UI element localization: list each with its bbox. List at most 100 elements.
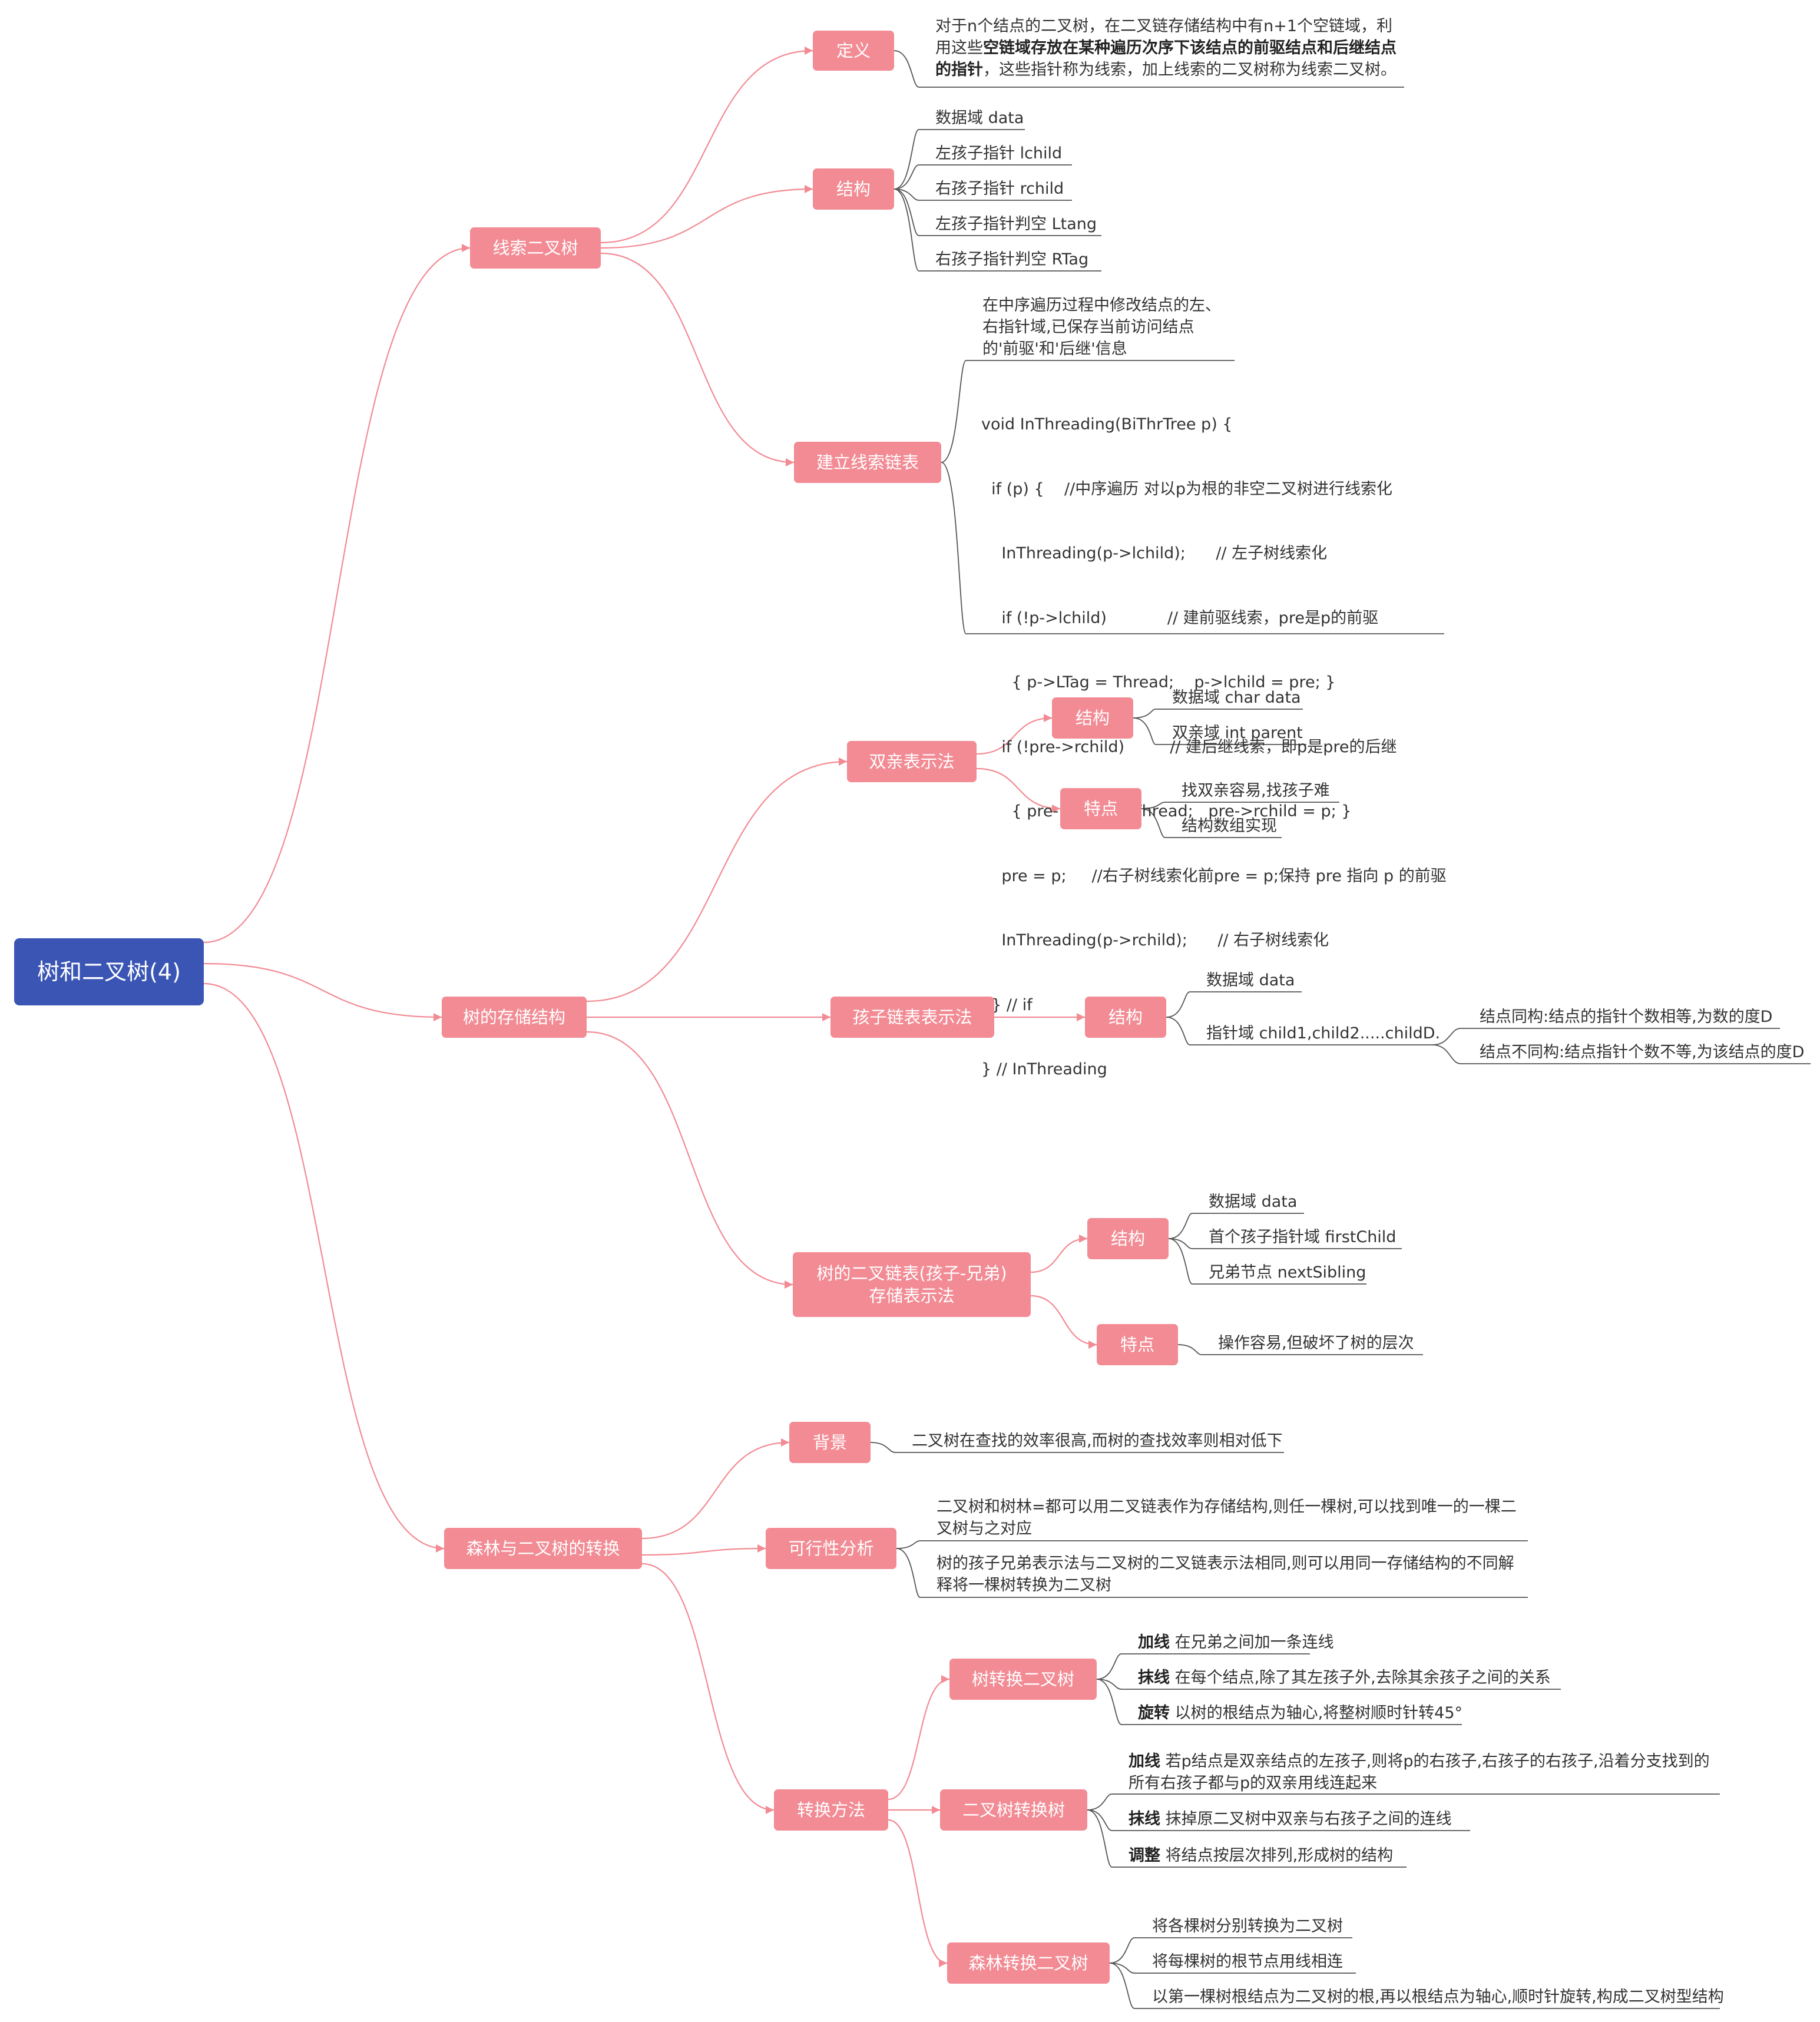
code-line: { p->LTag = Thread; p->lchild = pre; }: [981, 673, 1336, 691]
connector-line: [1030, 1237, 1088, 1273]
step-text: 若p结点是双亲结点的左孩子,则将p的右孩子,右孩子的右孩子,沿着分支找到的: [1165, 1752, 1710, 1771]
child-sibling-feature-node[interactable]: 特点: [1097, 1324, 1178, 1365]
definition-line-3-plain: ，这些指针称为线索，加上线索的二叉树称为线索二叉树。: [983, 61, 1397, 79]
leaf-connector: [894, 188, 1072, 201]
parent-structure-item: 双亲域 int parent: [1172, 724, 1303, 742]
connector-line: [641, 1441, 790, 1540]
connector-line: [203, 247, 471, 944]
connector-arrowhead: [1052, 805, 1060, 813]
forest-to-binary-node[interactable]: 森林转换二叉树: [947, 1942, 1110, 1984]
parent-structure-item: 数据域 char data: [1172, 689, 1301, 707]
code-line: if (!p->lchild) // 建前驱线索，pre是p的前驱: [981, 608, 1379, 627]
parent-feature-node[interactable]: 特点: [1060, 788, 1141, 829]
connector-arrowhead: [839, 757, 847, 766]
parent-feature-item: 结构数组实现: [1182, 817, 1277, 835]
build-desc-line: 的'前驱'和'后继'信息: [982, 340, 1127, 358]
leaf-connector: [870, 1442, 1284, 1453]
connector-arrowhead: [436, 1544, 444, 1553]
child-sibling-label-line-2: 存储表示法: [869, 1286, 955, 1306]
leaf-connector: [896, 1548, 1528, 1598]
code-line: } // if: [981, 995, 1033, 1014]
leaf-connector: [1168, 1238, 1402, 1249]
feasibility-analysis-node[interactable]: 可行性分析: [766, 1528, 896, 1569]
connector-line: [586, 760, 848, 1002]
step-keyword: 旋转: [1138, 1704, 1170, 1722]
child-list-pointer-item: 指针域 child1,child2.....childD.: [1206, 1024, 1441, 1043]
connector-line: [1030, 1295, 1097, 1346]
leaf-connector: [1096, 1679, 1561, 1690]
binary-to-tree-item-1-line-2: 所有右孩子都与p的双亲用线连起来: [1129, 1774, 1378, 1792]
child-list-structure-node[interactable]: 结构: [1085, 997, 1166, 1038]
structure-node-sec1[interactable]: 结构: [813, 168, 894, 210]
leaf-connector: [1168, 1213, 1304, 1239]
connector-line: [641, 1563, 775, 1811]
connector-line: [888, 1819, 948, 1964]
isomorphic-node-item: 结点同构:结点的指针个数相等,为数的度D: [1480, 1008, 1773, 1026]
definition-text: 对于n个结点的二叉树，在二叉链存储结构中有n+1个空链域，利 用这些空链域存放在…: [935, 15, 1397, 81]
connector-arrowhead: [822, 1013, 830, 1021]
connector-arrowhead: [757, 1544, 766, 1553]
structure-item: 左孩子指针判空 Ltang: [935, 215, 1097, 233]
feasibility-paragraph-2: 树的孩子兄弟表示法与二叉树的二叉链表示法相同,则可以用同一存储结构的不同解 释将…: [937, 1553, 1514, 1596]
tree-to-binary-item: 抹线 在每个结点,除了其左孩子外,去除其余孩子之间的关系: [1138, 1667, 1551, 1689]
background-node[interactable]: 背景: [789, 1422, 871, 1463]
connector-line: [888, 1678, 950, 1801]
step-keyword: 加线: [1129, 1752, 1160, 1771]
leaf-connector: [1096, 1679, 1462, 1725]
forest-binary-conversion-node[interactable]: 森林与二叉树的转换: [444, 1528, 642, 1569]
child-sibling-structure-item: 首个孩子指针域 firstChild: [1209, 1228, 1397, 1246]
parent-structure-node[interactable]: 结构: [1052, 697, 1133, 739]
child-sibling-representation-node[interactable]: 树的二叉链表(孩子-兄弟) 存储表示法: [793, 1252, 1031, 1317]
feasibility-paragraph-1: 二叉树和树林=都可以用二叉链表作为存储结构,则任一棵树,可以找到唯一的一棵二 叉…: [937, 1496, 1517, 1540]
feasibility-p1-line: 叉树与之对应: [937, 1520, 1032, 1538]
binary-to-tree-item-1: 加线 若p结点是双亲结点的左孩子,则将p的右孩子,右孩子的右孩子,沿着分支找到的…: [1129, 1750, 1710, 1794]
binary-to-tree-item: 抹线 抹掉原二叉树中双亲与右孩子之间的连线: [1129, 1808, 1452, 1830]
tree-to-binary-item: 加线 在兄弟之间加一条连线: [1138, 1632, 1334, 1653]
connector-arrowhead: [786, 458, 794, 466]
definition-node[interactable]: 定义: [813, 31, 894, 71]
build-desc-line: 在中序遍历过程中修改结点的左、: [982, 296, 1221, 315]
code-line: pre = p; //右子树线索化前pre = p;保持 pre 指向 p 的前…: [981, 866, 1447, 885]
definition-line-2-bold: 空链域存放在某种遍历次序下该结点的前驱结点和后继结点: [983, 39, 1397, 57]
tree-to-binary-node[interactable]: 树转换二叉树: [949, 1659, 1097, 1700]
binary-to-tree-node[interactable]: 二叉树转换树: [940, 1789, 1087, 1831]
structure-item: 左孩子指针 lchild: [935, 144, 1063, 163]
tree-storage-node[interactable]: 树的存储结构: [442, 997, 587, 1038]
leaf-connector: [1133, 717, 1306, 745]
leaf-connector: [1141, 802, 1339, 809]
child-sibling-structure-item: 数据域 data: [1209, 1193, 1298, 1211]
leaf-connector: [1096, 1653, 1310, 1680]
non-isomorphic-node-item: 结点不同构:结点指针个数不等,为该结点的度D: [1480, 1043, 1805, 1061]
threaded-binary-tree-node[interactable]: 线索二叉树: [470, 227, 601, 269]
child-list-representation-node[interactable]: 孩子链表表示法: [830, 997, 994, 1038]
connector-arrowhead: [766, 1806, 774, 1814]
definition-line-2: 用这些空链域存放在某种遍历次序下该结点的前驱结点和后继结点: [935, 37, 1397, 59]
connector-line: [600, 252, 795, 464]
leaf-connector: [896, 1540, 1528, 1549]
child-sibling-feature-item: 操作容易,但破坏了树的层次: [1218, 1334, 1414, 1352]
leaf-connector: [1087, 1809, 1407, 1868]
parent-representation-node[interactable]: 双亲表示法: [847, 741, 977, 782]
build-threaded-list-node[interactable]: 建立线索链表: [794, 442, 941, 483]
connector-line: [586, 1031, 793, 1286]
leaf-connector: [1087, 1793, 1720, 1811]
definition-line-3-bold: 的指针: [935, 61, 983, 79]
inthreading-code: void InThreading(BiThrTree p) { if (p) {…: [981, 371, 1447, 1124]
connector-arrowhead: [462, 244, 470, 252]
tree-to-binary-item: 旋转 以树的根结点为轴心,将整树顺时针转45°: [1138, 1702, 1462, 1724]
child-sibling-structure-node[interactable]: 结构: [1087, 1218, 1169, 1259]
root-node[interactable]: 树和二叉树(4): [14, 938, 204, 1005]
leaf-connector: [1109, 1963, 1720, 2009]
leaf-connector: [1087, 1809, 1470, 1831]
conversion-methods-node[interactable]: 转换方法: [774, 1789, 888, 1831]
leaf-connector: [894, 188, 1101, 236]
connector-line: [641, 1547, 766, 1556]
connector-line: [600, 188, 813, 249]
code-line: if (p) { //中序遍历 对以p为根的非空二叉树进行线索化: [981, 479, 1392, 498]
definition-line-3: 的指针，这些指针称为线索，加上线索的二叉树称为线索二叉树。: [935, 59, 1397, 81]
code-line: InThreading(p->rchild); // 右子树线索化: [981, 931, 1329, 949]
step-keyword: 抹线: [1129, 1810, 1160, 1828]
forest-to-binary-item: 将每棵树的根节点用线相连: [1152, 1952, 1343, 1971]
leaf-connector: [1166, 991, 1302, 1018]
connector-arrowhead: [781, 1438, 789, 1447]
